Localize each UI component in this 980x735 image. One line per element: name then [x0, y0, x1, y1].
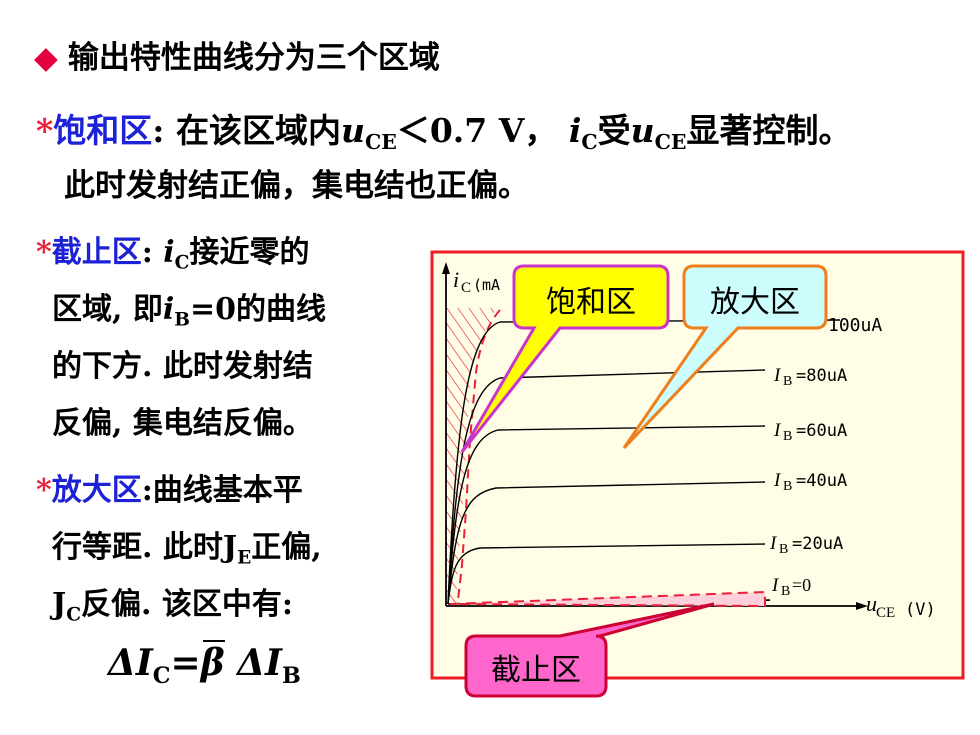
cutoff-text-2b: =0的曲线	[190, 292, 327, 327]
star-bullet: *	[36, 473, 52, 508]
curve-label-20: I B =20uA	[769, 533, 843, 557]
slide-heading: ◆输出特性曲线分为三个区域	[34, 32, 440, 77]
curve-label-80: I B =80uA	[773, 365, 847, 389]
c-subscript: C	[581, 130, 598, 155]
x-axis-sub: CE	[876, 605, 895, 621]
star-bullet: *	[36, 111, 54, 150]
ib-value: =80uA	[796, 366, 847, 386]
i-symbol: i	[163, 235, 175, 270]
active-text-3b: 反偏. 该区中有:	[81, 587, 293, 622]
sat-text-b: 受	[597, 111, 631, 150]
ib-value: =40uA	[796, 471, 847, 491]
ib-sub: B	[783, 374, 792, 389]
y-axis-sub: C	[461, 280, 471, 296]
cutoff-line2: 区域, 即iB=0的曲线	[36, 281, 326, 338]
delta-ic: ΔI	[108, 642, 153, 684]
colon: :	[141, 235, 153, 270]
callout-active-label: 放大区	[710, 285, 800, 320]
cutoff-text-2a: 区域, 即	[52, 292, 163, 327]
callout-active: 放大区	[622, 264, 828, 450]
active-text-1: :曲线基本平	[141, 473, 303, 508]
c-subscript: C	[174, 252, 190, 274]
active-text-2a: 行等距. 此时J	[52, 530, 238, 565]
saturation-description-line1: *饱和区: 在该区域内uCE＜0.7 V， iC受uCE显著控制。	[36, 104, 852, 152]
sat-text-c: 显著控制。	[686, 111, 852, 150]
y-axis-i: i	[453, 267, 459, 292]
delta-ib: ΔI	[237, 642, 282, 684]
curve-ib-60	[447, 425, 766, 605]
y-axis-unit: (mA	[473, 276, 500, 294]
colon: :	[152, 111, 165, 150]
ib-i: I	[769, 533, 778, 554]
x-axis-unit: (V)	[905, 600, 936, 620]
active-text-3a: J	[52, 587, 67, 622]
ib-value: =60uA	[796, 421, 847, 441]
active-text-2b: 正偏,	[251, 530, 322, 565]
cutoff-term: 截止区	[51, 235, 142, 270]
curve-ib-20	[447, 543, 766, 605]
callout-cutoff: 截止区	[464, 602, 715, 698]
ib-sub: B	[779, 542, 788, 557]
heading-text: 输出特性曲线分为三个区域	[67, 40, 440, 76]
y-axis-arrow-icon	[442, 262, 450, 274]
curve-label-0: I B =0	[771, 575, 811, 599]
diamond-bullet-icon: ◆	[34, 40, 58, 76]
x-axis-u: u	[866, 591, 877, 616]
callout-saturation: 饱和区	[460, 264, 670, 453]
cutoff-band	[449, 590, 766, 608]
ib-value: =0	[792, 575, 811, 595]
b-subscript: B	[281, 662, 301, 689]
cutoff-text-1: 接近零的	[189, 235, 310, 270]
c-subscript: C	[152, 662, 171, 689]
curve-label-60: I B =60uA	[773, 420, 847, 444]
i-symbol: i	[162, 292, 175, 327]
cutoff-line3: 的下方. 此时发射结	[52, 349, 313, 384]
b-subscript: B	[174, 309, 191, 331]
ib-sub: B	[781, 584, 790, 599]
equals-sign: =	[170, 642, 201, 684]
cutoff-line4: 反偏, 集电结反偏。	[52, 406, 313, 441]
callout-saturation-label: 饱和区	[546, 285, 636, 320]
active-description: *放大区:曲线基本平 行等距. 此时JE正偏, JC反偏. 该区中有:	[36, 462, 322, 633]
curve-label-40: I B =40uA	[773, 470, 847, 494]
c-subscript: C	[66, 604, 82, 626]
x-axis-arrow-icon	[856, 602, 868, 610]
cutoff-line1: *截止区: iC接近零的	[36, 224, 326, 281]
ib-sub: B	[783, 479, 792, 494]
sat-condition: ＜0.7 V，	[396, 111, 558, 150]
ib-i: I	[773, 365, 782, 386]
u-symbol-2: u	[630, 111, 655, 150]
curve-ib-40	[447, 481, 766, 605]
active-line3: JC反偏. 该区中有:	[36, 576, 322, 633]
saturation-description-line2: 此时发射结正偏，集电结也正偏。	[64, 168, 529, 204]
ib-i: I	[773, 470, 782, 491]
curve-label-100: 100uA	[828, 315, 882, 336]
star-bullet: *	[36, 235, 52, 270]
sat-text-a: 在该区域内	[175, 111, 341, 150]
ib-i: I	[773, 420, 782, 441]
ib-value: =20uA	[792, 534, 843, 554]
active-line1: *放大区:曲线基本平	[36, 462, 322, 519]
gain-formula: ΔIC=β ΔIB	[108, 640, 301, 687]
active-term: 放大区	[51, 473, 142, 508]
i-symbol: i	[568, 111, 582, 150]
u-symbol: u	[340, 111, 365, 150]
ce-subscript: CE	[364, 130, 397, 155]
curve-ib-100	[447, 319, 841, 605]
ce-subscript-2: CE	[654, 130, 687, 155]
e-subscript: E	[237, 547, 252, 569]
ib-i: I	[771, 575, 780, 596]
active-line2: 行等距. 此时JE正偏,	[36, 519, 322, 576]
beta-symbol: β	[200, 640, 225, 684]
callout-cutoff-label: 截止区	[491, 653, 581, 688]
saturation-boundary	[457, 309, 501, 601]
curve-ib-80	[447, 369, 766, 605]
saturation-term: 饱和区	[53, 111, 153, 150]
cutoff-description: *截止区: iC接近零的 区域, 即iB=0的曲线 的下方. 此时发射结 反偏,…	[36, 224, 326, 452]
ib-sub: B	[783, 429, 792, 444]
